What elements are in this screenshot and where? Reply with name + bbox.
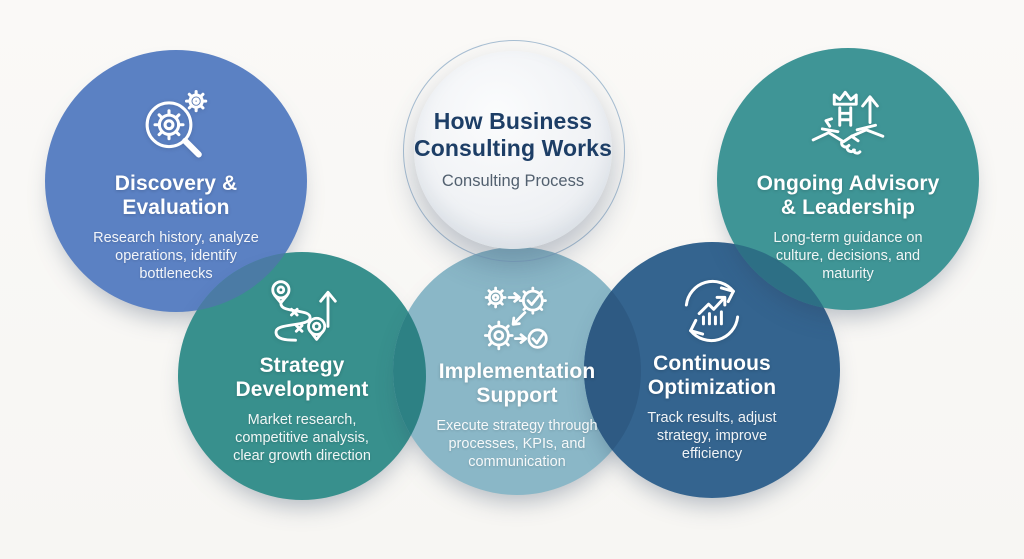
step-title: Strategy Development — [235, 354, 369, 402]
step-title: Discovery & Evaluation — [114, 172, 238, 220]
step-description: Long-term guidance on culture, decisions… — [773, 229, 923, 283]
step-implementation-support: Implementation Support Execute strategy … — [402, 284, 632, 472]
step-ongoing-advisory: Ongoing Advisory & Leadership Long-term … — [733, 84, 963, 284]
step-strategy-development: Strategy Development Market research, co… — [187, 276, 417, 466]
step-title: Continuous Optimization — [647, 352, 777, 400]
infographic-subtitle: Consulting Process — [441, 172, 585, 191]
title-circle-ring — [403, 40, 625, 262]
infographic-title: How Business Consulting Works — [414, 108, 612, 162]
title-circle — [414, 51, 612, 249]
magnifier-gear-icon — [134, 88, 218, 172]
step-title: Ongoing Advisory & Leadership — [756, 172, 940, 220]
route-pins-arrow-icon — [263, 276, 341, 354]
title-block: How Business Consulting Works Consulting… — [408, 108, 618, 191]
step-title: Implementation Support — [438, 360, 596, 408]
step-continuous-optimization: Continuous Optimization Track results, a… — [597, 270, 827, 464]
step-description: Market research, competitive analysis, c… — [233, 411, 371, 465]
handshake-growth-icon — [804, 84, 892, 172]
gears-check-icon — [479, 284, 555, 360]
step-discovery-evaluation: Discovery & Evaluation Research history,… — [61, 88, 291, 284]
step-description: Track results, adjust strategy, improve … — [647, 409, 777, 463]
step-description: Execute strategy through processes, KPIs… — [436, 417, 598, 471]
